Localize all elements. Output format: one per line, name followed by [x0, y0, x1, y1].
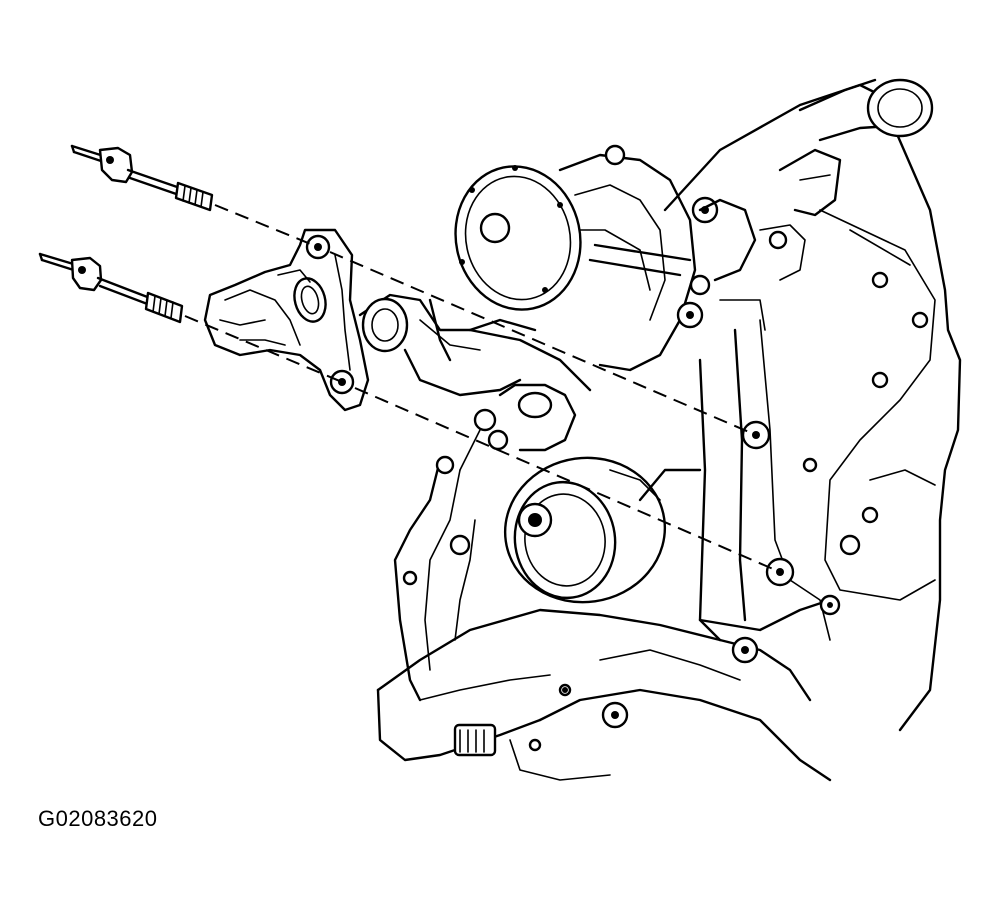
middle-housing: [358, 293, 592, 471]
bracket: [203, 228, 370, 412]
figure-id-label: G02083620: [38, 806, 158, 831]
stud: [38, 252, 781, 573]
bolt: [70, 144, 757, 436]
water-pump: [454, 144, 806, 372]
engine-front-cover: [376, 78, 962, 782]
crankshaft-hub: [503, 456, 702, 604]
